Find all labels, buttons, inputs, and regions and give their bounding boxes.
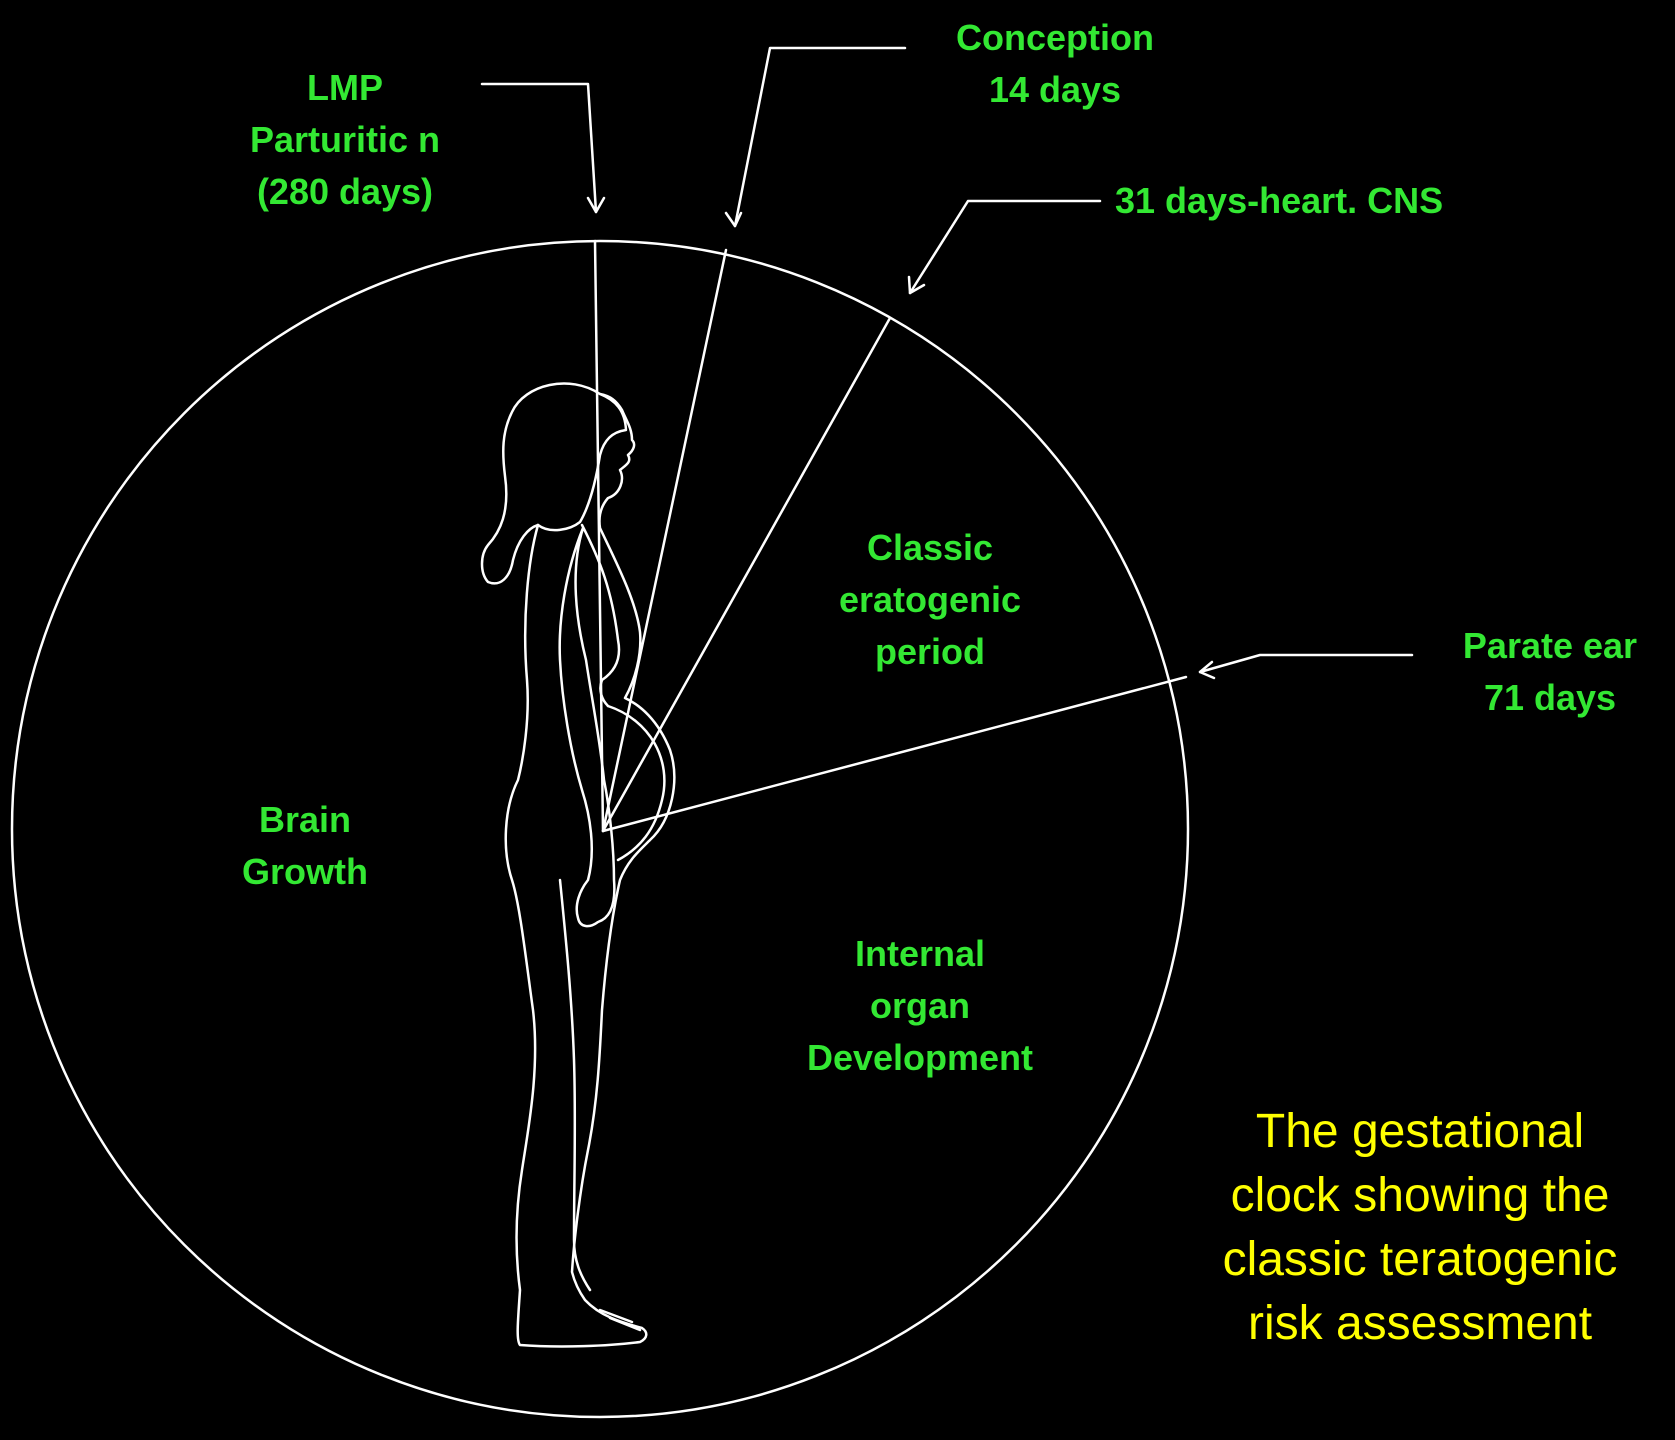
arrow-conception [726, 48, 905, 226]
label-31-days: 31 days-heart. CNS [1115, 175, 1535, 227]
label-internal-organ: Internal organ Development [770, 928, 1070, 1084]
arrow-71-days [1200, 655, 1412, 678]
arrow-31-days [909, 201, 1100, 293]
leg-line [560, 880, 590, 1290]
arrow-lmp [482, 84, 604, 212]
belly-curve [608, 706, 664, 860]
label-lmp: LMP Parturitic n (280 days) [190, 62, 500, 218]
woman-figure-outline [482, 384, 674, 1347]
radius-conception [603, 250, 726, 831]
label-conception: Conception 14 days [905, 12, 1205, 116]
clock-circle [12, 241, 1188, 1417]
arm-outline [560, 525, 619, 926]
radius-71-days [603, 677, 1186, 831]
label-palate-ear: Parate ear 71 days [1430, 620, 1670, 724]
label-teratogenic-period: Classic eratogenic period [800, 522, 1060, 678]
caption-gestational-clock: The gestational clock showing the classi… [1175, 1100, 1665, 1356]
hair-line [538, 394, 626, 530]
label-brain-growth: Brain Growth [200, 794, 410, 898]
